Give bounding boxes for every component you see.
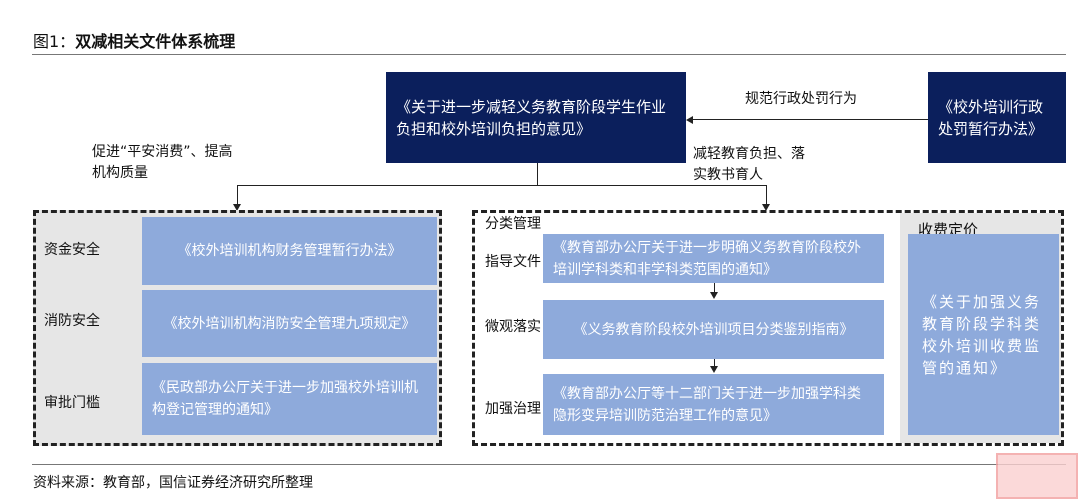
penalty-arrow-label: 规范行政处罚行为 bbox=[745, 91, 857, 107]
left-branch-label: 促进“平安消费”、提高机构质量 bbox=[92, 144, 233, 181]
row-label: 消防安全 bbox=[44, 313, 100, 329]
main-policy-box: 《关于进一步减轻义务教育阶段学生作业负担和校外培训负担的意见》 bbox=[386, 72, 686, 163]
connector-right bbox=[766, 185, 767, 205]
penalty-arrow-line bbox=[693, 119, 928, 120]
arrow-down-icon bbox=[233, 204, 241, 211]
arrow-down-icon bbox=[762, 204, 770, 211]
source-note: 资料来源：教育部，国信证券经济研究所整理 bbox=[33, 475, 313, 491]
connector-stem bbox=[537, 163, 538, 185]
flow-line bbox=[714, 283, 715, 293]
policy-box: 《义务教育阶段校外培训项目分类鉴别指南》 bbox=[543, 300, 884, 359]
figure-title: 图1：双减相关文件体系梳理 bbox=[33, 28, 235, 52]
connector-bar bbox=[237, 185, 767, 186]
policy-box: 《教育部办公厅等十二部门关于进一步加强学科类隐形变异培训防范治理工作的意见》 bbox=[543, 374, 884, 435]
arrow-down-icon bbox=[710, 292, 718, 299]
flow-line bbox=[714, 359, 715, 367]
row-label: 审批门槛 bbox=[44, 395, 100, 411]
row-label: 加强治理 bbox=[485, 401, 541, 417]
figure-number: 图1： bbox=[33, 32, 76, 51]
classification-group bbox=[472, 210, 1064, 446]
policy-box: 《教育部办公厅关于进一步明确义务教育阶段校外培训学科类和非学科类范围的通知》 bbox=[543, 234, 884, 283]
watermark-stamp bbox=[996, 453, 1078, 499]
arrow-down-icon bbox=[710, 366, 718, 373]
policy-box: 《校外培训机构消防安全管理九项规定》 bbox=[142, 290, 437, 357]
figure-title-text: 双减相关文件体系梳理 bbox=[75, 32, 236, 51]
penalty-policy-box: 《校外培训行政处罚暂行办法》 bbox=[928, 72, 1066, 163]
arrow-left-icon bbox=[686, 116, 693, 124]
connector-left bbox=[237, 185, 238, 205]
pricing-policy-box: 《关于加强义务教育阶段学科类校外培训收费监管的通知》 bbox=[908, 234, 1059, 435]
row-label: 微观落实 bbox=[485, 319, 541, 335]
policy-box: 《民政部办公厅关于进一步加强校外培训机构登记管理的通知》 bbox=[142, 363, 437, 435]
row-label: 资金安全 bbox=[44, 242, 100, 258]
policy-box: 《校外培训机构财务管理暂行办法》 bbox=[142, 217, 437, 285]
classification-heading: 分类管理 bbox=[485, 216, 541, 232]
right-branch-label: 减轻教育负担、落实教书育人 bbox=[693, 146, 805, 183]
title-divider bbox=[32, 54, 1066, 55]
footer-divider bbox=[32, 464, 1066, 465]
row-label: 指导文件 bbox=[485, 254, 541, 270]
